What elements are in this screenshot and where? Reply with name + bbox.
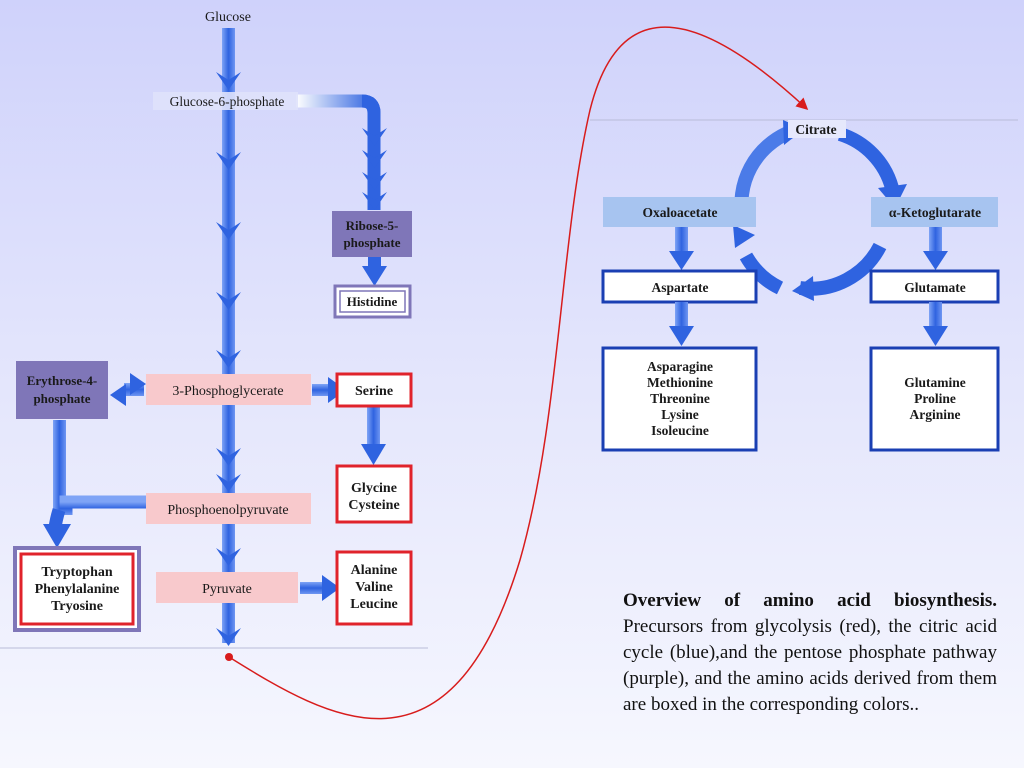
alanine-label: Alanine [351,563,398,578]
citrate-label-bg [788,120,846,138]
serine-box [335,372,413,408]
connector-curve [228,26,809,720]
pentose-branch-arrow [296,94,381,210]
glycine-cysteine-box [335,464,413,524]
caption-body: Precursors from glycolysis (red), the ci… [623,616,997,715]
oxaloacetate-box [603,197,756,227]
tyrosine-label: Tryosine [51,599,103,614]
3pg-box [146,374,311,405]
threonine-label: Threonine [650,391,710,406]
alanine-valine-leucine-box [335,550,413,626]
aspartate-family-box [601,346,758,452]
proline-label: Proline [914,391,956,406]
oxaloacetate-label: Oxaloacetate [643,205,718,220]
serine-label: Serine [355,384,393,399]
glycolysis-shaft [222,28,235,643]
3pg-label: 3-Phosphoglycerate [172,384,283,399]
alpha-ketoglutarate-box [871,197,998,227]
aspartate-label: Aspartate [652,280,709,295]
arrow-to-aspartate-family [669,326,694,346]
histidine-label: Histidine [347,294,398,309]
tca-cycle-ring [734,125,899,296]
alpha-ketoglutarate-label: α-Ketoglutarate [889,205,981,220]
erythrose-4-phosphate-box [16,361,108,419]
erythrose-4-phosphate-label: phosphate [33,391,90,406]
pyruvate-label: Pyruvate [202,582,252,597]
pentose-chevrons [362,128,387,210]
pep-label: Phosphoenolpyruvate [167,503,288,518]
cysteine-label: Cysteine [348,498,399,513]
arrow-to-glutamate [923,251,948,270]
arrow-to-e4p [110,384,126,406]
arrow-to-glycine [361,444,386,465]
tryptophan-label: Tryptophan [41,565,113,580]
ribose-5-phosphate-label: phosphate [343,235,400,250]
glucose-label: Glucose [205,10,251,25]
isoleucine-label: Isoleucine [651,423,709,438]
erythrose-4-phosphate-label: Erythrose-4- [27,373,98,388]
glutamate-family-box [869,346,1000,452]
arrow-to-alanine [322,575,340,601]
glutamate-label: Glutamate [904,280,966,295]
arrow-to-aromatic [43,524,71,548]
g6p-label: Glucose-6-phosphate [170,94,285,109]
arrow-to-aspartate [669,251,694,270]
pep-box [146,493,311,524]
phenylalanine-label: Phenylalanine [35,582,120,597]
glutamine-label: Glutamine [904,375,966,390]
arrow-to-histidine [362,266,387,286]
asparagine-label: Asparagine [647,359,713,374]
ribose-5-phosphate-label: Ribose-5- [346,218,399,233]
caption-title: Overview of amino acid biosynthesis. [623,590,997,611]
citrate-label: Citrate [795,122,836,137]
methionine-label: Methionine [647,375,713,390]
ribose-5-phosphate-box [332,211,412,257]
glycine-label: Glycine [351,481,397,496]
figure-caption: Overview of amino acid biosynthesis. Pre… [623,588,997,718]
arginine-label: Arginine [909,407,960,422]
valine-label: Valine [355,580,393,595]
lysine-label: Lysine [661,407,699,422]
glycolysis-chevrons [216,72,241,646]
glutamate-box [869,269,1000,304]
pyruvate-box [156,572,298,603]
arrow-to-glutamate-family [923,326,948,346]
g6p-label-bg [153,92,298,110]
aromatic-box [13,546,141,632]
arrow-to-3pg [130,373,146,395]
leucine-label: Leucine [350,597,397,612]
